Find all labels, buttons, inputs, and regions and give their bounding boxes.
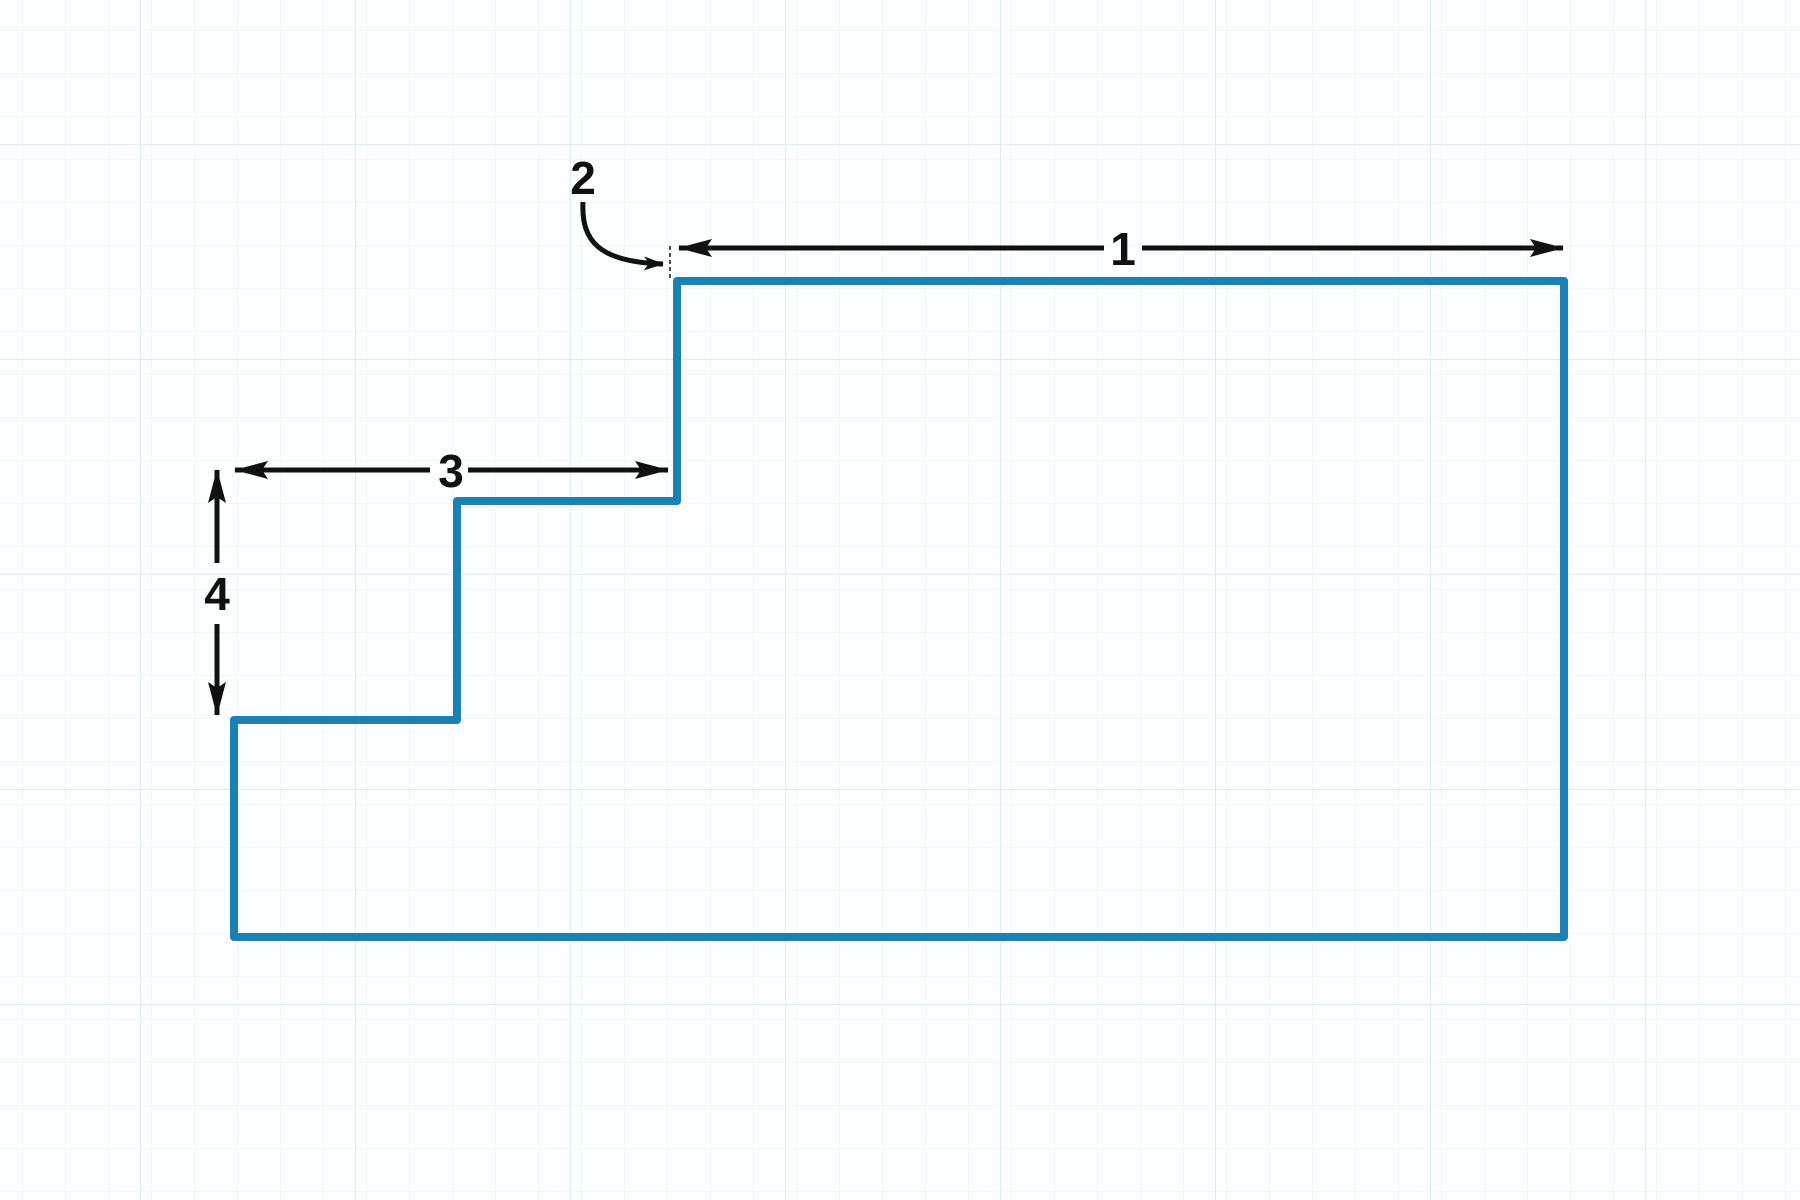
dimension-step-height-label: 4 <box>204 568 230 620</box>
dimension-step-width: 3 <box>234 445 669 497</box>
dimension-top-gap: 2 <box>570 152 671 280</box>
dimension-step-width-label: 3 <box>438 445 464 497</box>
stepped-outline-shape <box>230 277 1568 941</box>
dimension-top-width-label: 1 <box>1110 223 1136 275</box>
dimension-top-gap-curved-arrow <box>580 201 664 271</box>
dimension-step-height: 4 <box>204 469 230 716</box>
dimension-top-width: 1 <box>678 223 1564 275</box>
dimension-top-gap-label: 2 <box>570 152 596 204</box>
